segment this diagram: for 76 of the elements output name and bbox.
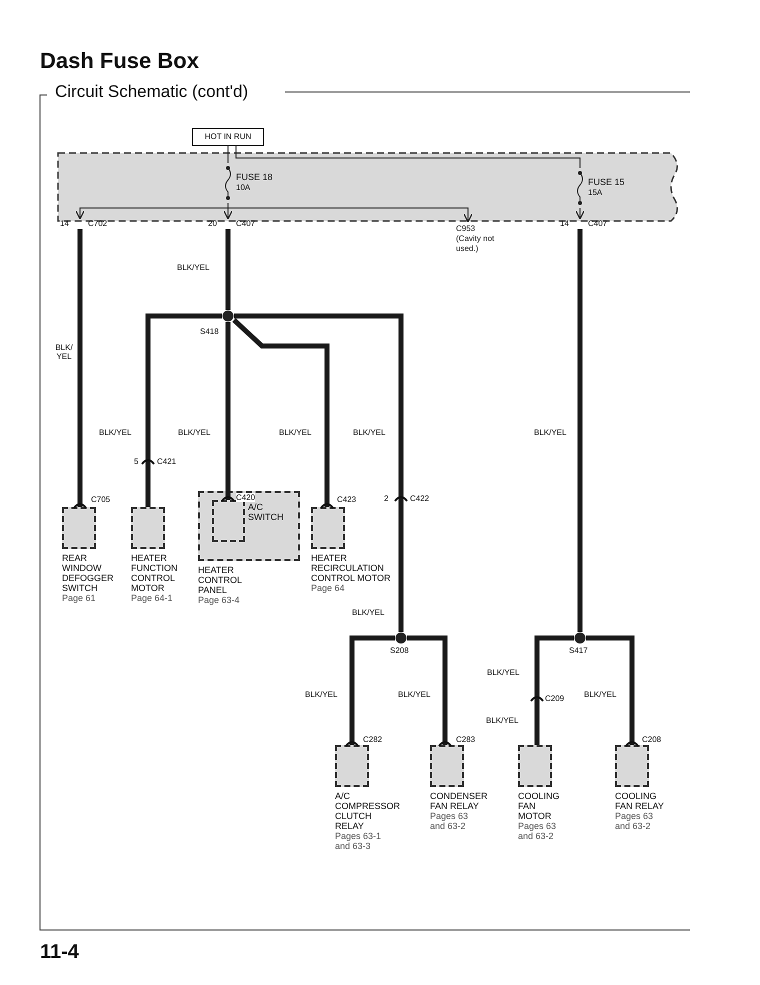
wire-color-label: BLK/YEL — [352, 428, 386, 437]
connector-label: C702 — [88, 219, 108, 229]
wire — [586, 636, 634, 745]
wire-color-label: BLK/YEL — [304, 690, 338, 699]
wire-color-label: BLK/YEL — [98, 428, 132, 437]
wire-color-label: BLK/YEL — [583, 690, 618, 699]
wire — [146, 314, 222, 507]
wire — [226, 322, 230, 500]
wire — [234, 314, 404, 632]
splice-dot — [222, 310, 234, 322]
page-reference: Pages 63-1 and 63-3 — [335, 831, 382, 851]
fuse-rating: 10A — [236, 183, 252, 193]
component-label: HEATER RECIRCULATION CONTROL MOTOR — [311, 553, 392, 583]
wire — [578, 229, 582, 632]
note: (Cavity not used.) — [456, 234, 496, 254]
pin-number: 5 — [134, 457, 138, 466]
component-label: COOLING FAN MOTOR — [518, 791, 561, 821]
splice-label: S418 — [200, 327, 219, 337]
page-reference: Page 63-4 — [198, 595, 241, 605]
wire-color-label: BLK/YEL — [486, 716, 518, 725]
component-label: REAR WINDOW DEFOGGER SWITCH — [62, 553, 115, 593]
wire — [232, 318, 330, 507]
power-source-box: HOT IN RUN — [192, 128, 264, 146]
page-reference: Page 64 — [311, 583, 346, 593]
wire-color-label: BLK/YEL — [177, 428, 212, 437]
fuse-rating: 15A — [588, 188, 604, 198]
splice-dot — [574, 632, 586, 644]
wire-color-label: BLK/YEL — [533, 428, 568, 437]
wire-color-label: BLK/YEL — [397, 690, 432, 699]
component-label: CONDENSER FAN RELAY — [430, 791, 489, 811]
connector-label: C407 — [588, 219, 608, 229]
connector-label: C208 — [642, 735, 662, 744]
connector-label: C423 — [337, 495, 356, 504]
circuit-line — [236, 146, 580, 168]
page-number: 11-4 — [40, 940, 79, 964]
wire-color-label: BLK/YEL — [176, 263, 210, 272]
splice-dot — [395, 632, 407, 644]
circuit-line — [223, 202, 233, 220]
page-reference: Page 61 — [62, 593, 97, 603]
page-reference: Pages 63 and 63-2 — [615, 811, 654, 831]
connector-label: C420 — [236, 493, 256, 502]
connector-label: C421 — [157, 457, 176, 466]
pin-number: 14 — [560, 219, 569, 229]
wire — [350, 636, 395, 745]
pin-number: 2 — [384, 494, 388, 503]
wire — [78, 229, 82, 507]
fuse-label: FUSE 15 — [588, 177, 625, 188]
component-label: COOLING FAN RELAY — [615, 791, 665, 811]
wire — [407, 636, 448, 745]
wire-color-label: BLK/YEL — [278, 428, 312, 437]
wire-color-label: BLK/YEL — [352, 608, 384, 617]
connector-label: C209 — [545, 694, 564, 703]
splice-label: S208 — [390, 646, 409, 656]
page-reference: Page 64-1 — [131, 593, 174, 603]
page-reference: Pages 63 and 63-2 — [430, 811, 470, 831]
page-title: Dash Fuse Box — [40, 48, 199, 74]
connector-label: C953 — [456, 224, 476, 234]
connector-label: C282 — [363, 735, 382, 744]
connector-label: C705 — [91, 495, 110, 504]
subtitle: Circuit Schematic (cont'd) — [55, 82, 248, 102]
component-label: A/C SWITCH — [248, 502, 284, 522]
component-label: HEATER CONTROL PANEL — [198, 565, 243, 595]
connector-label: C422 — [410, 494, 430, 503]
component-label: HEATER FUNCTION CONTROL MOTOR — [131, 553, 178, 593]
page-reference: Pages 63 and 63-2 — [518, 821, 558, 841]
connector-label: C407 — [236, 219, 256, 229]
pin-number: 20 — [208, 219, 217, 229]
component-label: A/C COMPRESSOR CLUTCH RELAY — [335, 791, 399, 831]
wire — [226, 229, 230, 310]
wire — [534, 636, 574, 745]
fuse-label: FUSE 18 — [236, 172, 273, 183]
connector-label: C283 — [456, 735, 476, 744]
pin-number: 14 — [60, 219, 69, 229]
wire-color-label: BLK/YEL — [486, 668, 520, 677]
circuit-line — [575, 208, 585, 220]
splice-label: S417 — [569, 646, 588, 656]
